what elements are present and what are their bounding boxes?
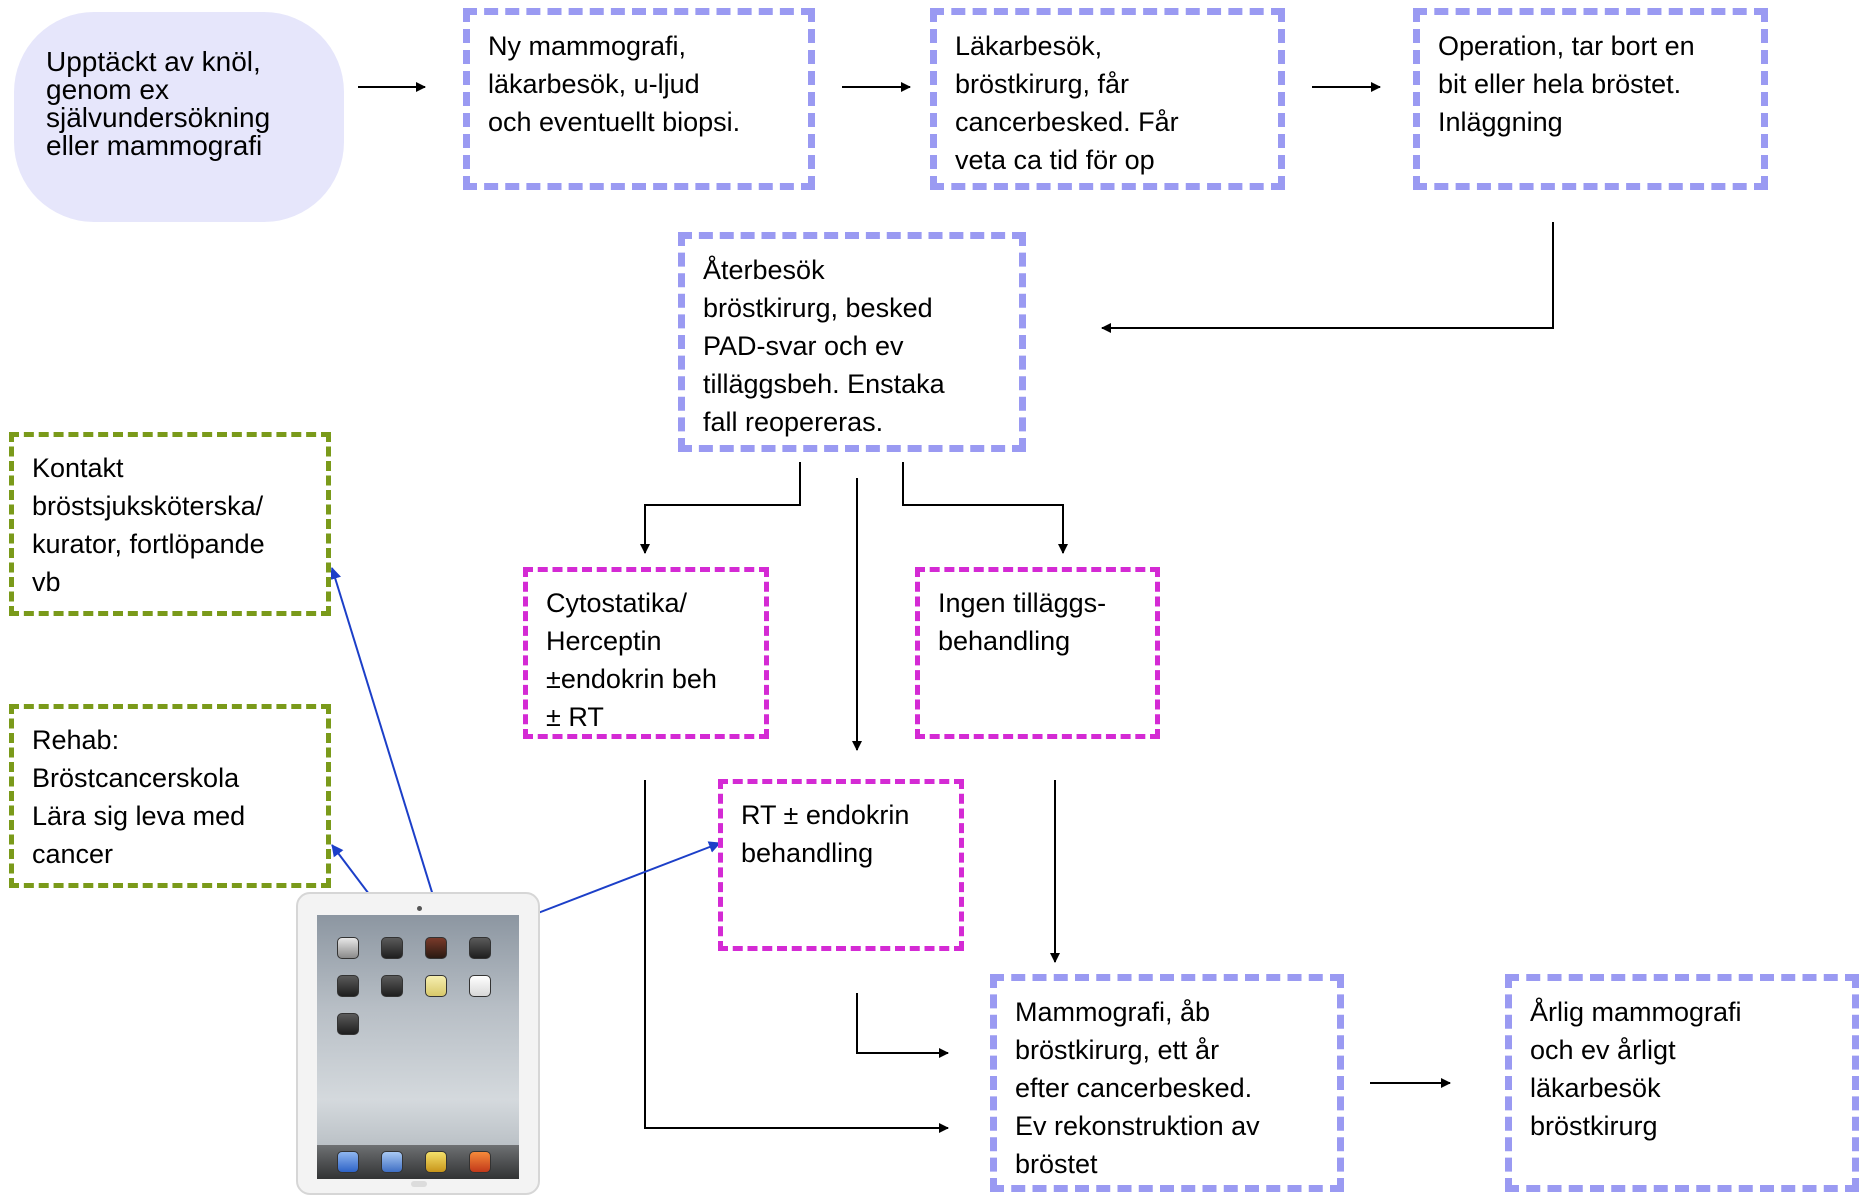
arrow-operation-to-aterbesok (1101, 222, 1554, 333)
node-ingen-tillaggsbehandling: Ingen tilläggs- behandling (915, 567, 1160, 739)
app-icon (381, 975, 403, 997)
calendar-app-icon (469, 975, 491, 997)
node-operation: Operation, tar bort en bit eller hela br… (1413, 8, 1768, 190)
dock-app-icon (425, 1151, 447, 1173)
tablet-dock (317, 1145, 519, 1179)
dock-app-icon (337, 1151, 359, 1173)
app-icon (337, 1013, 359, 1035)
tablet-link-to-kontakt (329, 567, 436, 903)
node-rehab: Rehab: Bröstcancerskola Lära sig leva me… (9, 704, 331, 888)
notes-app-icon (425, 975, 447, 997)
app-icon (425, 937, 447, 959)
arrow-rt-to-uppfoljning (856, 993, 949, 1058)
dock-app-icon (381, 1151, 403, 1173)
tablet-screen (317, 915, 519, 1179)
node-aterbesok: Återbesök bröstkirurg, besked PAD-svar o… (678, 232, 1026, 452)
node-rt-endokrin: RT ± endokrin behandling (718, 779, 964, 951)
tablet-home-button (411, 1181, 427, 1187)
node-uppfoljning: Mammografi, åb bröstkirurg, ett år efter… (990, 974, 1344, 1192)
node-cytostatika: Cytostatika/ Herceptin ±endokrin beh ± R… (523, 567, 769, 739)
app-icon (337, 975, 359, 997)
app-icon (469, 937, 491, 959)
tablet-device-icon (296, 892, 540, 1195)
node-lakarbesok: Läkarbesök, bröstkirurg, får cancerbeske… (930, 8, 1285, 190)
arrow-aterbesok-to-ingen (902, 462, 1068, 554)
node-mammografi: Ny mammografi, läkarbesök, u-ljud och ev… (463, 8, 815, 190)
arrow-aterbesok-to-cytostatika (640, 462, 801, 554)
app-icon (337, 937, 359, 959)
tablet-camera (417, 906, 422, 911)
app-icon (381, 937, 403, 959)
node-arlig-mammografi: Årlig mammografi och ev årligt läkarbesö… (1505, 974, 1859, 1192)
node-kontakt: Kontakt bröstsjuksköterska/ kurator, for… (9, 432, 331, 616)
dock-app-icon (469, 1151, 491, 1173)
tablet-link-to-rt (524, 841, 721, 919)
start-node-upptackt: Upptäckt av knöl, genom ex självundersök… (14, 12, 344, 222)
